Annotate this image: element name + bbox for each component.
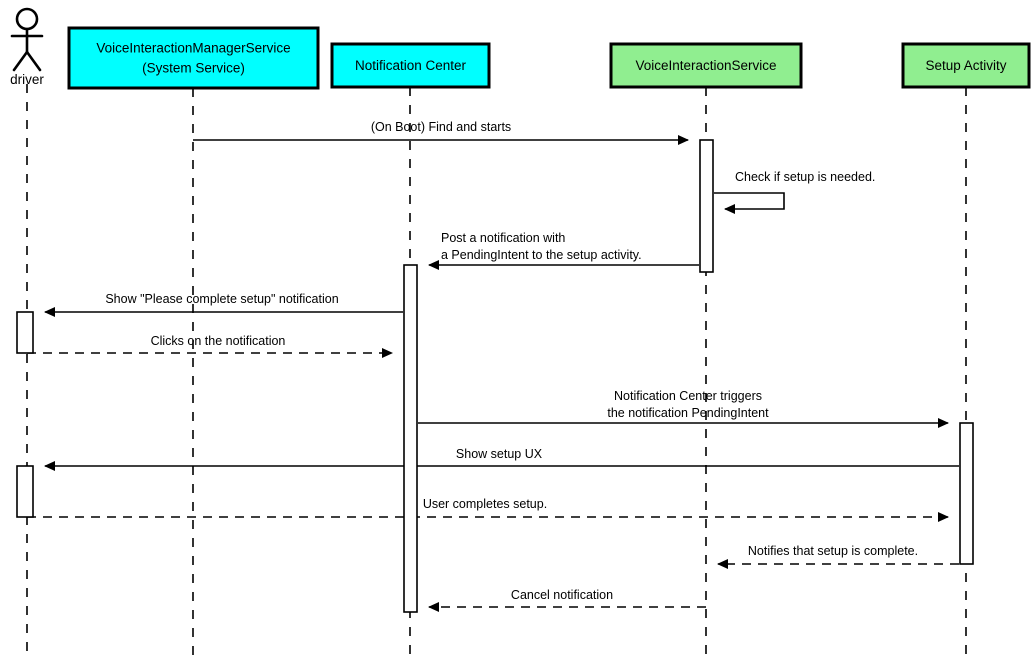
activation-bar-driver	[16, 311, 34, 354]
message-label-9: Notifies that setup is complete.	[748, 544, 918, 558]
actor-leg-left	[12, 50, 29, 72]
activation-bar-driver	[16, 465, 34, 518]
participant-label-notifcenter: Notification Center	[355, 58, 467, 73]
activation-bar-vis	[699, 139, 714, 273]
message-label-7: Show setup UX	[456, 447, 543, 461]
message-label-8: User completes setup.	[423, 497, 547, 511]
participant-setupactivity: Setup Activity	[901, 42, 1031, 89]
participant-vis: VoiceInteractionService	[609, 42, 803, 89]
message-label-3-line2: a PendingIntent to the setup activity.	[441, 248, 642, 262]
participant-box-vims	[67, 26, 320, 90]
participant-notifcenter: Notification Center	[330, 42, 491, 89]
participant-label-vis: VoiceInteractionService	[635, 58, 776, 73]
actor-driver: driver	[10, 7, 44, 87]
message-label-1: (On Boot) Find and starts	[371, 120, 511, 134]
actor-label-driver: driver	[10, 72, 44, 87]
message-label-6-line2: the notification PendingIntent	[607, 406, 769, 420]
message-label-3-line1: Post a notification with	[441, 231, 565, 245]
participant-box-vis	[609, 42, 803, 89]
participant-box-setupactivity	[901, 42, 1031, 89]
activation-bar-setupactivity	[959, 422, 974, 565]
activations-layer	[16, 139, 974, 613]
message-label-5: Clicks on the notification	[151, 334, 286, 348]
message-label-6-line1: Notification Center triggers	[614, 389, 762, 403]
actor-head	[15, 7, 39, 31]
participants-layer: driver VoiceInteractionManagerService (Sys…	[10, 7, 1031, 90]
participant-sublabel-vims: (System Service)	[142, 61, 245, 76]
participant-label-setupactivity: Setup Activity	[925, 58, 1006, 73]
activation-bar-notifcenter	[403, 264, 418, 613]
message-self-line	[714, 192, 785, 214]
message-label-4: Show "Please complete setup" notificatio…	[105, 292, 338, 306]
messages-layer	[27, 135, 959, 612]
message-label-10: Cancel notification	[511, 588, 613, 602]
actor-leg-right	[25, 50, 42, 72]
participant-vims: VoiceInteractionManagerService (System Se…	[67, 26, 320, 90]
message-label-2: Check if setup is needed.	[735, 170, 875, 184]
participant-label-vims: VoiceInteractionManagerService	[96, 41, 290, 56]
message-2	[714, 192, 785, 214]
participant-box-notifcenter	[330, 42, 491, 89]
